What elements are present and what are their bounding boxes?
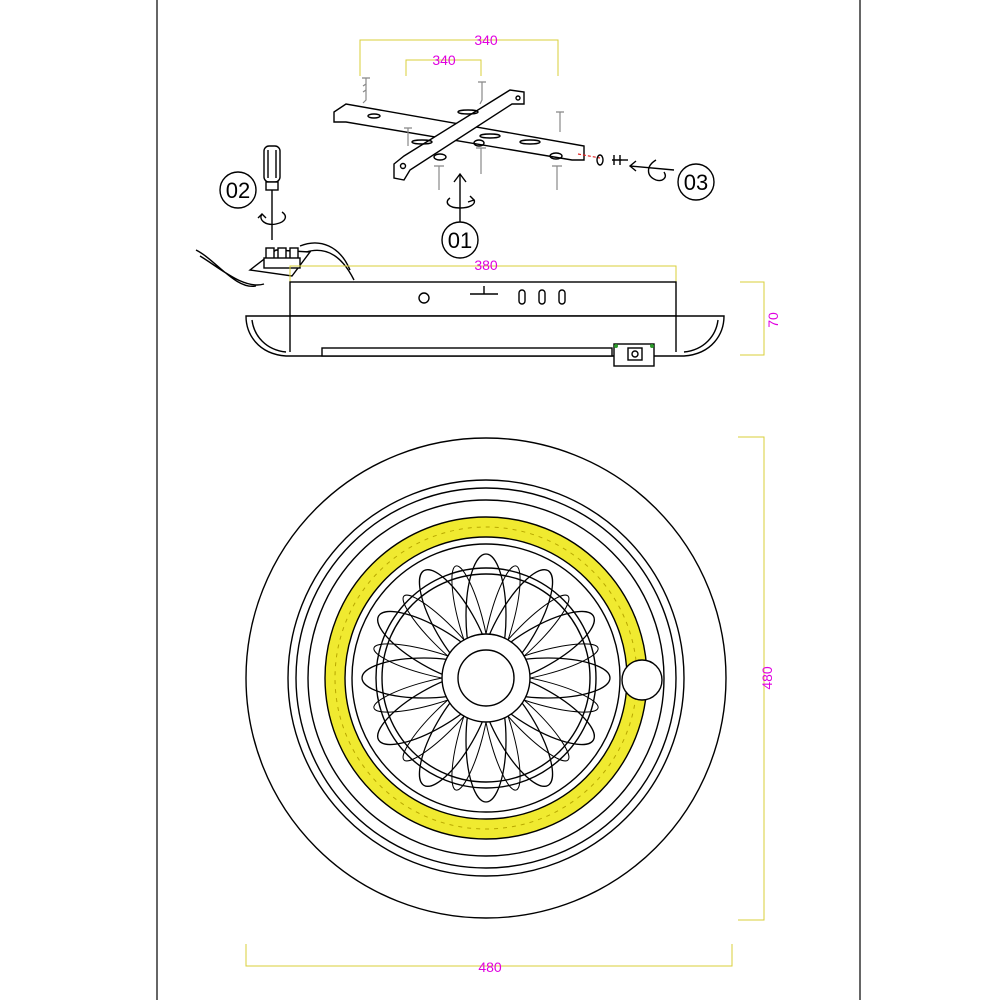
screw [552, 165, 562, 190]
dim-diameter-horizontal-label: 480 [478, 959, 502, 975]
body-width-dimension: 380 [289, 257, 677, 282]
sensor-window [621, 659, 663, 701]
screw [404, 127, 412, 146]
screw [478, 81, 486, 105]
outer-rim [245, 437, 727, 919]
screwdriver-icon [263, 145, 281, 240]
dim-body-height-label: 70 [765, 312, 781, 328]
mounting-bracket [333, 89, 585, 181]
step-02-label: 02 [226, 178, 250, 203]
terminal-block-icon [195, 242, 355, 287]
diameter-vertical-dimension: 480 [738, 436, 775, 921]
step-01-label: 01 [448, 228, 472, 253]
mounting-screws [362, 77, 564, 190]
side-fixing-screw [577, 153, 628, 166]
fixture-bottom-view [245, 437, 727, 919]
screw [556, 111, 564, 132]
step-03-label: 03 [684, 170, 708, 195]
screw [362, 77, 370, 104]
up-arrow-icon [446, 172, 476, 222]
bracket-dimension-outer: 340 [359, 32, 559, 76]
diameter-horizontal-dimension: 480 [245, 944, 733, 975]
body-height-dimension: 70 [740, 281, 781, 356]
bracket-dimension-inner: 340 [405, 52, 482, 76]
dim-bracket-inner-label: 340 [432, 52, 456, 68]
screw [434, 165, 444, 190]
fan-hub-cap [457, 649, 515, 707]
rotate-arrow-icon [628, 159, 675, 182]
rotate-arrow-icon [257, 211, 287, 226]
step-02-badge: 02 [219, 171, 257, 209]
fixture-side-view [245, 281, 725, 367]
step-03-badge: 03 [677, 163, 715, 201]
screw [476, 147, 486, 174]
dim-bracket-outer-label: 340 [474, 32, 498, 48]
step-01-badge: 01 [441, 221, 479, 259]
dim-diameter-vertical-label: 480 [759, 666, 775, 690]
dim-body-width-label: 380 [474, 257, 498, 273]
